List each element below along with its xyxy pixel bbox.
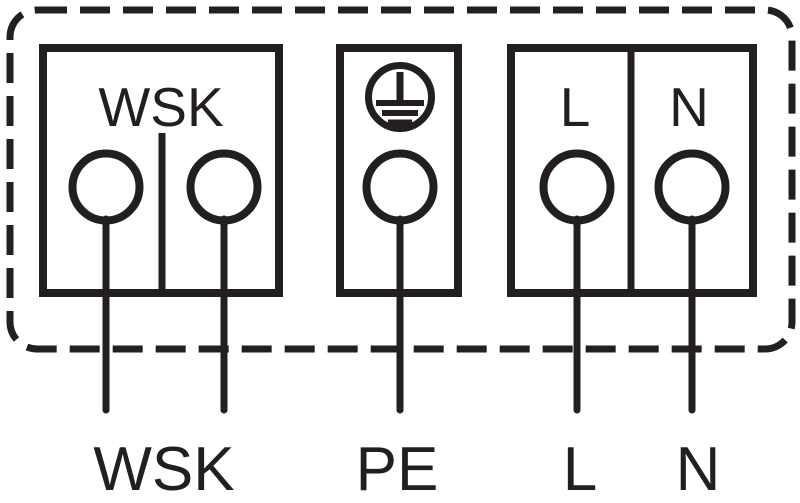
protective-earth-icon xyxy=(365,62,435,132)
wsk-terminal-1 xyxy=(68,149,144,225)
wsk-box xyxy=(39,44,283,297)
wire-label-n: N xyxy=(676,435,721,503)
n-terminal xyxy=(654,149,730,225)
wsk-box-label: WSK xyxy=(98,76,224,138)
n-terminal-label: N xyxy=(669,76,709,138)
enclosure-dashed-border xyxy=(6,6,796,353)
wire-label-wsk: WSK xyxy=(93,435,234,503)
wire-labels: WSK PE L N xyxy=(93,435,720,503)
l-terminal-label: L xyxy=(560,76,591,138)
pe-terminal xyxy=(362,149,438,225)
l-terminal xyxy=(539,149,615,225)
wire-label-pe: PE xyxy=(356,435,439,503)
wsk-terminal-block: WSK xyxy=(39,44,283,414)
ln-terminal-block: L N xyxy=(507,44,757,414)
wire-label-l: L xyxy=(563,435,597,503)
wsk-terminal-2 xyxy=(186,149,262,225)
pe-terminal-block xyxy=(336,44,462,414)
